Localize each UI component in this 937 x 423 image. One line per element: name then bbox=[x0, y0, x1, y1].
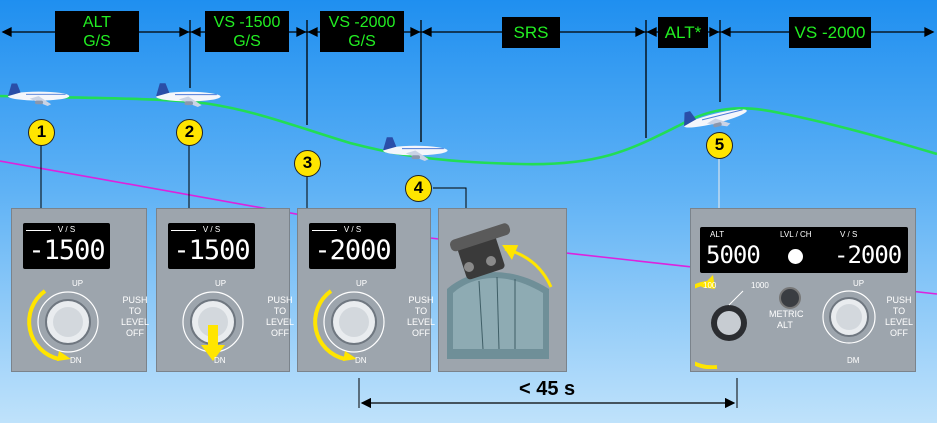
fcu-alt-sub-label: ALT bbox=[777, 320, 793, 330]
thrust-lever-panel bbox=[438, 208, 567, 372]
alt-knob-icon[interactable] bbox=[695, 275, 765, 369]
vs-display-2-label: V / S bbox=[202, 225, 221, 234]
step-1-badge: 1 bbox=[28, 119, 55, 146]
aircraft-1-icon bbox=[8, 83, 70, 106]
fcu-vs-label: V / S bbox=[840, 230, 858, 239]
vs-knob-2-icon[interactable] bbox=[168, 277, 258, 367]
step-3-badge: 3 bbox=[294, 150, 321, 177]
thrust-lever-icon[interactable] bbox=[439, 209, 566, 371]
fma-mode-4: SRS bbox=[502, 17, 560, 48]
vs-display-1-label: V / S bbox=[57, 225, 76, 234]
step-5-badge: 5 bbox=[706, 132, 733, 159]
vs-display-1-value: -1500 bbox=[28, 235, 105, 266]
aircraft-4-icon bbox=[684, 109, 747, 128]
fcu-dm-label: DM bbox=[847, 356, 860, 365]
fcu-display: ALT LVL / CH V / S 5000 -2000 bbox=[700, 227, 908, 273]
fma-mode-3-line1: VS -2000 bbox=[328, 13, 396, 31]
vs-display-2-value: -1500 bbox=[173, 235, 250, 266]
vs-display-3-label: V / S bbox=[343, 225, 362, 234]
fma-mode-2-line2: G/S bbox=[233, 32, 261, 50]
vs-knob-1-icon[interactable] bbox=[23, 277, 113, 367]
vs-knob-1-up-label: UP bbox=[72, 279, 84, 288]
fcu-up-label: UP bbox=[853, 279, 865, 288]
fma-mode-5-line1: ALT* bbox=[664, 23, 702, 42]
fma-mode-6: VS -2000 bbox=[789, 17, 871, 48]
vs-knob-3-icon[interactable] bbox=[309, 277, 399, 367]
step-4-badge: 4 bbox=[405, 175, 432, 202]
fma-mode-1: ALT G/S bbox=[55, 11, 139, 52]
fcu-metric-label: METRIC bbox=[769, 309, 804, 319]
fcu-panel: ALT LVL / CH V / S 5000 -2000 100 1000 M… bbox=[690, 208, 916, 372]
fma-mode-3: VS -2000 G/S bbox=[320, 11, 404, 52]
flight-path-line bbox=[0, 94, 937, 166]
vs-knob-3-up-label: UP bbox=[356, 279, 368, 288]
fma-mode-4-line1: SRS bbox=[513, 23, 549, 42]
fcu-mark-100: 100 bbox=[703, 281, 717, 290]
vs-knob-2-dn-label: DN bbox=[214, 356, 226, 365]
fcu-vs-value: -2000 bbox=[834, 241, 902, 269]
lvl-ch-dot-icon bbox=[788, 249, 803, 264]
fcu-alt-label: ALT bbox=[710, 230, 725, 239]
fma-mode-1-line2: G/S bbox=[83, 32, 111, 50]
fma-mode-2-line1: VS -1500 bbox=[213, 13, 281, 31]
fma-mode-3-line2: G/S bbox=[348, 32, 376, 50]
vs-display-3-value: -2000 bbox=[314, 235, 391, 266]
fcu-mark-1000: 1000 bbox=[751, 281, 769, 290]
vs-knob-2-up-label: UP bbox=[215, 279, 227, 288]
aircraft-3-icon bbox=[383, 137, 448, 161]
fma-mode-5: ALT* bbox=[658, 17, 708, 48]
fma-mode-1-line1: ALT bbox=[82, 13, 112, 31]
fcu-alt-value: 5000 bbox=[706, 241, 761, 269]
aircraft-2-icon bbox=[156, 83, 221, 107]
vs-display-2: V / S -1500 bbox=[168, 223, 255, 269]
fcu-lvl-ch-label: LVL / CH bbox=[780, 230, 812, 239]
fma-mode-2: VS -1500 G/S bbox=[205, 11, 289, 52]
metric-alt-button[interactable] bbox=[779, 287, 801, 309]
timer-label: < 45 s bbox=[519, 378, 576, 400]
fcu-vs-knob-icon[interactable] bbox=[811, 279, 881, 359]
step-2-badge: 2 bbox=[176, 119, 203, 146]
vs-knob-1-dn-label: DN bbox=[70, 356, 82, 365]
vs-knob-3-dn-label: DN bbox=[355, 356, 367, 365]
fma-mode-6-line1: VS -2000 bbox=[794, 23, 866, 42]
vs-display-1: V / S -1500 bbox=[23, 223, 110, 269]
vs-display-3: V / S -2000 bbox=[309, 223, 396, 269]
